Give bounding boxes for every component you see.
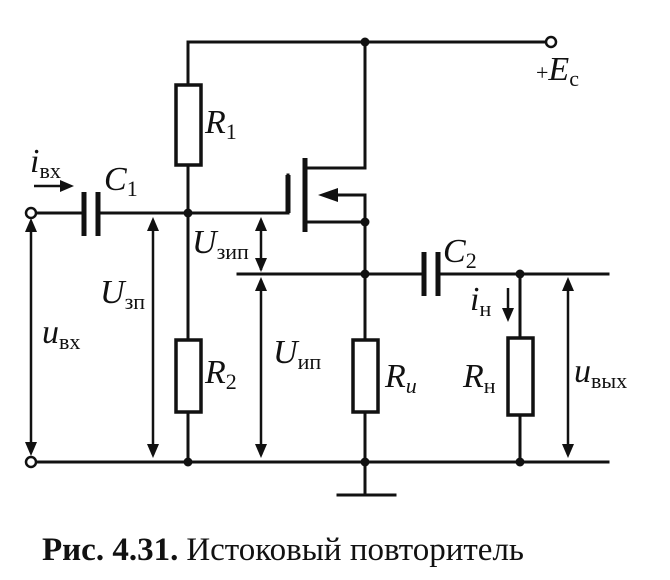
rn-label: Rн — [462, 358, 496, 398]
input-terminal-bottom — [24, 455, 38, 469]
rn-resistor — [506, 336, 535, 417]
ivx-label: iвх — [30, 143, 61, 183]
ri-resistor — [351, 338, 380, 414]
voltage-arrows — [25, 217, 574, 458]
wires — [32, 40, 610, 497]
junction-dots — [183, 37, 525, 467]
figure-caption: Рис. 4.31.Истоковый повторитель — [42, 532, 524, 568]
in-label: iн — [470, 281, 491, 321]
input-terminal-top — [24, 206, 38, 220]
r1-resistor — [174, 83, 203, 167]
c2-label: C2 — [443, 233, 477, 273]
r1-label: R1 — [204, 104, 237, 144]
supply-label: +Eс — [536, 51, 579, 91]
c2-capacitor — [421, 252, 441, 296]
c1-label: C1 — [104, 161, 138, 201]
mosfet-transistor — [285, 158, 367, 232]
current-arrows — [34, 180, 514, 322]
r2-resistor — [174, 338, 203, 414]
uvx-label: uвх — [42, 314, 80, 354]
ri-label: Rи — [384, 358, 417, 398]
uip-label: Uип — [273, 334, 321, 374]
c1-capacitor — [81, 192, 101, 236]
uvyx-label: uвых — [574, 353, 627, 393]
r2-label: R2 — [204, 354, 237, 394]
supply-terminal — [544, 35, 558, 49]
uzip-label: Uзип — [192, 224, 249, 264]
uzp-label: Uзп — [100, 274, 145, 314]
